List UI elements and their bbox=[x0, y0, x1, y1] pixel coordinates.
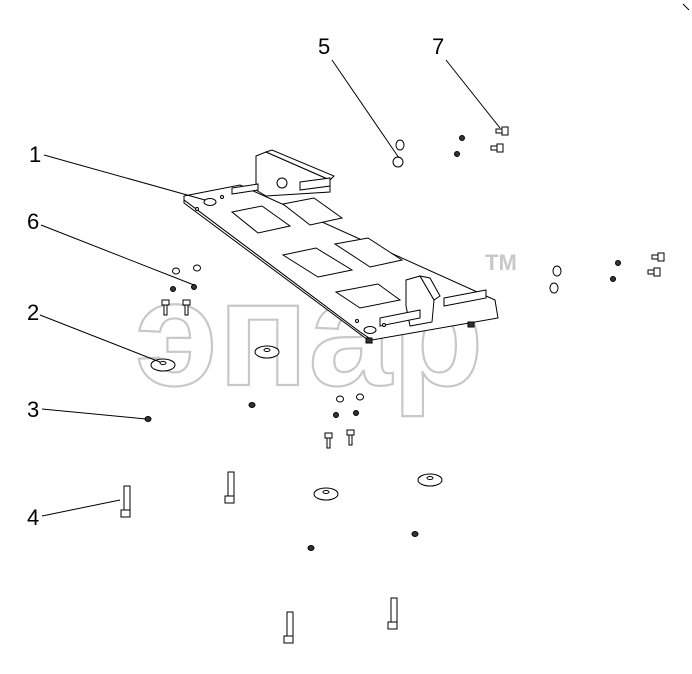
bolt-7a bbox=[495, 126, 509, 136]
corner-mark bbox=[682, 3, 690, 11]
bolt-center-b bbox=[346, 429, 355, 446]
callout-2: 2 bbox=[27, 300, 39, 325]
bolt-7b bbox=[490, 143, 504, 153]
long-bolt-b bbox=[224, 471, 235, 504]
callout-1: 1 bbox=[29, 142, 41, 167]
bolt-6a bbox=[161, 299, 170, 316]
center-hardware bbox=[307, 393, 443, 551]
long-bolt-d bbox=[387, 597, 398, 630]
callout-3: 3 bbox=[27, 397, 39, 422]
upper-right-hardware bbox=[392, 126, 665, 294]
watermark-tm: TM bbox=[485, 250, 517, 275]
callout-7: 7 bbox=[432, 34, 444, 59]
callout-5: 5 bbox=[318, 34, 330, 59]
long-bolt-a bbox=[120, 485, 131, 518]
bolt-6b bbox=[182, 299, 191, 316]
callout-labels: 1 6 2 3 4 5 7 bbox=[27, 34, 444, 530]
frame-plate bbox=[183, 149, 499, 344]
callout-6: 6 bbox=[27, 209, 39, 234]
leader-lines bbox=[39, 59, 501, 517]
bolt-center-a bbox=[324, 432, 333, 449]
bolt-right-b bbox=[647, 267, 661, 277]
bolt-right-a bbox=[651, 252, 665, 262]
long-bolt-c bbox=[283, 611, 294, 644]
long-bolts bbox=[120, 471, 398, 644]
callout-4: 4 bbox=[27, 505, 39, 530]
